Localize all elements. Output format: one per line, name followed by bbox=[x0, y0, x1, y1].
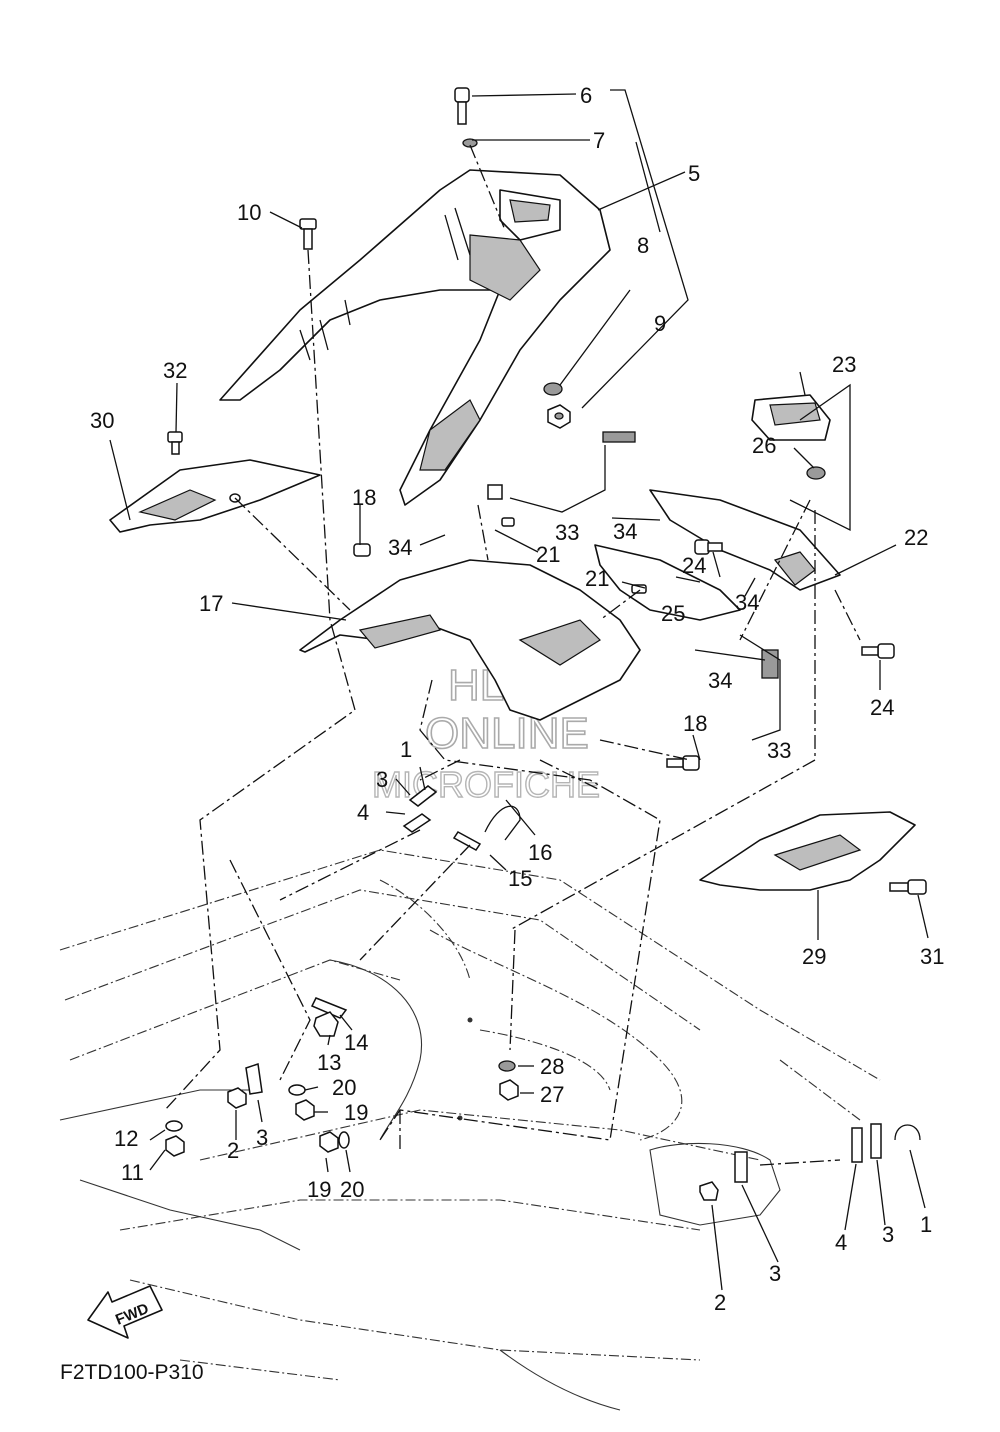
callout-21b: 21 bbox=[585, 566, 609, 591]
callout-14: 14 bbox=[344, 1030, 368, 1055]
callout-24a: 24 bbox=[682, 553, 706, 578]
callout-33a: 33 bbox=[555, 520, 579, 545]
callout-32: 32 bbox=[163, 358, 187, 383]
callout-21a: 21 bbox=[536, 542, 560, 567]
callout-34a: 34 bbox=[613, 519, 637, 544]
part-bolt-10 bbox=[299, 218, 317, 250]
callout-19b: 19 bbox=[307, 1177, 331, 1202]
callout-5: 5 bbox=[688, 161, 700, 186]
part-grommet-26 bbox=[806, 466, 826, 480]
part-collar-8 bbox=[543, 382, 563, 396]
callout-29: 29 bbox=[802, 944, 826, 969]
callout-34d: 34 bbox=[708, 668, 732, 693]
callout-23: 23 bbox=[832, 352, 856, 377]
callout-33b: 33 bbox=[767, 738, 791, 763]
callout-26: 26 bbox=[752, 433, 776, 458]
callout-18b: 18 bbox=[683, 711, 707, 736]
part-cover-25 bbox=[594, 544, 741, 621]
diagram-code: F2TD100-P310 bbox=[60, 1361, 204, 1384]
part-rear-cover bbox=[219, 169, 611, 506]
callout-28: 28 bbox=[540, 1054, 564, 1079]
watermark-line-2: ONLINE bbox=[425, 709, 589, 758]
part-right-panel-29 bbox=[699, 811, 916, 891]
callout-3b: 3 bbox=[256, 1125, 268, 1150]
callout-11: 11 bbox=[121, 1160, 144, 1185]
part-screw-32 bbox=[167, 431, 183, 455]
callout-1b: 1 bbox=[920, 1212, 932, 1237]
callout-12: 12 bbox=[114, 1126, 138, 1151]
callout-30: 30 bbox=[90, 408, 114, 433]
callout-13: 13 bbox=[317, 1050, 341, 1075]
callout-22: 22 bbox=[904, 525, 928, 550]
callout-20b: 20 bbox=[340, 1177, 364, 1202]
callout-4b: 4 bbox=[835, 1230, 847, 1255]
callout-31: 31 bbox=[920, 944, 944, 969]
callout-7: 7 bbox=[593, 128, 605, 153]
callout-24b: 24 bbox=[870, 695, 894, 720]
part-front-panel-17 bbox=[299, 559, 641, 721]
callout-20a: 20 bbox=[332, 1075, 356, 1100]
callout-6: 6 bbox=[580, 83, 592, 108]
hull-outline bbox=[59, 849, 881, 1411]
callout-27: 27 bbox=[540, 1082, 564, 1107]
callout-1a: 1 bbox=[400, 737, 412, 762]
construction-lines bbox=[164, 144, 861, 1166]
part-bolt-6 bbox=[454, 87, 478, 148]
callout-2a: 2 bbox=[227, 1138, 239, 1163]
callout-8: 8 bbox=[637, 233, 649, 258]
callout-16: 16 bbox=[528, 840, 552, 865]
part-lamp-23 bbox=[751, 394, 831, 441]
callout-3a: 3 bbox=[376, 767, 388, 792]
callout-3d: 3 bbox=[769, 1261, 781, 1286]
leader-lines bbox=[109, 89, 929, 1291]
part-screw-31 bbox=[889, 879, 927, 895]
fwd-arrow: FWD bbox=[87, 1285, 163, 1339]
watermark-line-3: MICROFICHE bbox=[372, 764, 600, 805]
callout-17: 17 bbox=[199, 591, 223, 616]
callout-10: 10 bbox=[237, 200, 261, 225]
callout-labels: 6 7 5 10 8 9 32 23 30 26 18 33 34 22 34 … bbox=[90, 83, 944, 1315]
callout-34b: 34 bbox=[388, 535, 412, 560]
callout-18a: 18 bbox=[352, 485, 376, 510]
part-light-22 bbox=[649, 489, 841, 591]
part-nut-9 bbox=[547, 404, 571, 429]
callout-34c: 34 bbox=[735, 590, 759, 615]
part-left-panel-30 bbox=[109, 459, 321, 533]
callout-9: 9 bbox=[654, 311, 666, 336]
callout-25: 25 bbox=[661, 601, 685, 626]
callout-15: 15 bbox=[508, 866, 532, 891]
hardware-cluster bbox=[165, 431, 921, 1201]
callout-2b: 2 bbox=[714, 1290, 726, 1315]
callout-4a: 4 bbox=[357, 800, 369, 825]
callout-3c: 3 bbox=[882, 1222, 894, 1247]
callout-19a: 19 bbox=[344, 1100, 368, 1125]
